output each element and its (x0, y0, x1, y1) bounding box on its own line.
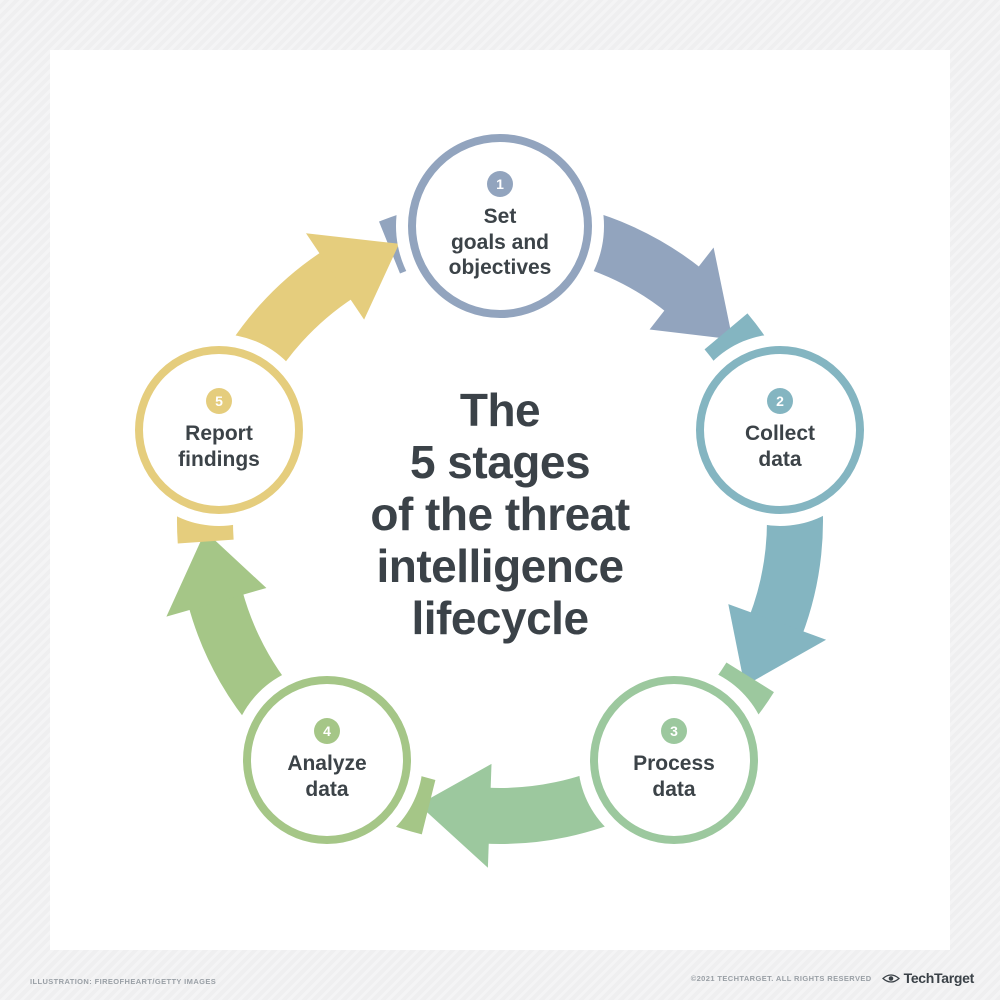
title-line: 5 stages (409, 436, 591, 488)
arrow-head-1 (649, 247, 733, 340)
arrow-head-4 (166, 531, 267, 617)
stage-circle-process-data: 3 Process data (590, 676, 758, 844)
stage-label-line: objectives (448, 256, 552, 280)
brand-name: TechTarget (903, 970, 975, 986)
stage-label-line: findings (178, 447, 260, 471)
arrow-head-5 (306, 233, 400, 320)
stage-label-line: goals and (450, 230, 550, 254)
footer-right: ©2021 TECHTARGET. ALL RIGHTS RESERVED Te… (690, 970, 975, 986)
stage-label-line: data (652, 777, 696, 801)
stage-label-line: Report (185, 421, 253, 445)
stage-circle-report-findings: 5 Report findings (135, 346, 303, 514)
stage-number-badge: 2 (767, 387, 793, 414)
stage-circle-set-goals: 1 Set goals and objectives (408, 134, 592, 318)
stage-label-line: Process (633, 751, 715, 775)
title-line: The (459, 384, 541, 436)
copyright-text: ©2021 TECHTARGET. ALL RIGHTS RESERVED (690, 973, 872, 983)
eye-icon (881, 973, 900, 983)
stage-number-badge: 3 (661, 717, 687, 744)
stage-label-line: Analyze (287, 751, 367, 775)
stage-number-badge: 4 (314, 717, 340, 744)
title-line: of the threat (370, 488, 630, 540)
illustration-credit: ILLUSTRATION: FIREOFHEART/GETTY IMAGES (30, 977, 217, 986)
arrow-head-2 (728, 604, 827, 686)
stage-label-line: Set (483, 205, 517, 229)
title-line: intelligence (376, 540, 624, 592)
diagram-title: The 5 stages of the threat intelligence … (300, 384, 700, 644)
stage-label-line: data (758, 447, 802, 471)
stage-label-line: data (305, 777, 349, 801)
arrow-head-3 (418, 763, 492, 868)
techtarget-logo: TechTarget (881, 970, 975, 986)
stage-number-badge: 5 (206, 387, 232, 414)
stage-circle-analyze-data: 4 Analyze data (243, 676, 411, 844)
stage-number-badge: 1 (487, 171, 513, 198)
title-line: lifecycle (411, 592, 589, 644)
stage-label-line: Collect (744, 421, 815, 445)
stage-circle-collect-data: 2 Collect data (696, 346, 864, 514)
footer: ILLUSTRATION: FIREOFHEART/GETTY IMAGES ©… (30, 970, 974, 986)
